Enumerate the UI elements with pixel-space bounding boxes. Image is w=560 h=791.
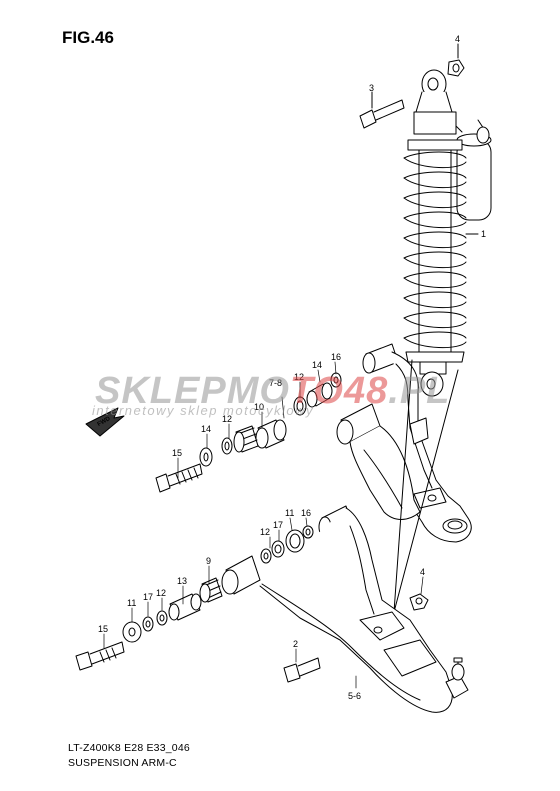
callout-1: 1 xyxy=(481,229,486,239)
shock-upper-bolt xyxy=(359,91,405,129)
callout-11-lower-left: 11 xyxy=(127,598,136,608)
shock-absorber xyxy=(403,69,492,397)
callout-17-lower-left: 17 xyxy=(143,592,153,602)
callout-9-upper: 9 xyxy=(206,556,211,566)
callout-leaders xyxy=(103,361,424,689)
lower-suspension-arm xyxy=(221,505,469,713)
watermark-tagline: internetowy sklep motocyklowy xyxy=(92,403,314,418)
figure-title: FIG.46 xyxy=(62,28,114,47)
callout-3: 3 xyxy=(369,83,374,93)
callout-10: 10 xyxy=(254,402,264,412)
callout-16-upper: 16 xyxy=(331,352,341,362)
callout-12-lower-right: 12 xyxy=(260,527,270,537)
watermark-part3: .PL xyxy=(388,370,451,412)
watermark-logo: SKLEPMOTO48.PL xyxy=(95,370,450,413)
callout-12-upper-mid: 12 xyxy=(222,414,232,424)
callout-15-upper: 15 xyxy=(172,448,182,458)
watermark-part1: SKLEPMO xyxy=(95,370,290,412)
upper-suspension-arm xyxy=(336,343,472,543)
figure-code: LT-Z400K8 E28 E33_046 xyxy=(68,742,190,754)
callout-2: 2 xyxy=(293,639,298,649)
callout-7-8: 7-8 xyxy=(269,378,282,388)
callout-4-upper: 4 xyxy=(455,34,460,44)
callout-16-lower: 16 xyxy=(301,508,311,518)
callout-14-lower: 14 xyxy=(201,424,211,434)
callout-12-upper-right: 12 xyxy=(294,372,304,382)
upper-arm-hardware xyxy=(155,372,342,493)
callout-labels: 1 2 3 4 4 5-6 7-8 9 10 11 11 12 12 12 12… xyxy=(98,34,486,701)
lower-arm-hardware xyxy=(75,525,429,683)
callout-11-lower-right: 11 xyxy=(285,508,294,518)
callout-14-upper: 14 xyxy=(312,360,322,370)
figure-name: SUSPENSION ARM-C xyxy=(68,757,177,769)
shock-upper-nut xyxy=(447,43,465,77)
callout-13: 13 xyxy=(177,576,187,586)
watermark-part2: TO48 xyxy=(289,370,389,412)
forward-arrow-icon xyxy=(85,407,125,437)
callout-5-6: 5-6 xyxy=(348,691,361,701)
callout-4-lower: 4 xyxy=(420,567,425,577)
callout-17-lower-right: 17 xyxy=(273,520,283,530)
spring-coils xyxy=(403,151,467,349)
callout-15-lower: 15 xyxy=(98,624,108,634)
shock-mount-pointer xyxy=(393,359,459,613)
callout-12-lower-left: 12 xyxy=(156,588,166,598)
